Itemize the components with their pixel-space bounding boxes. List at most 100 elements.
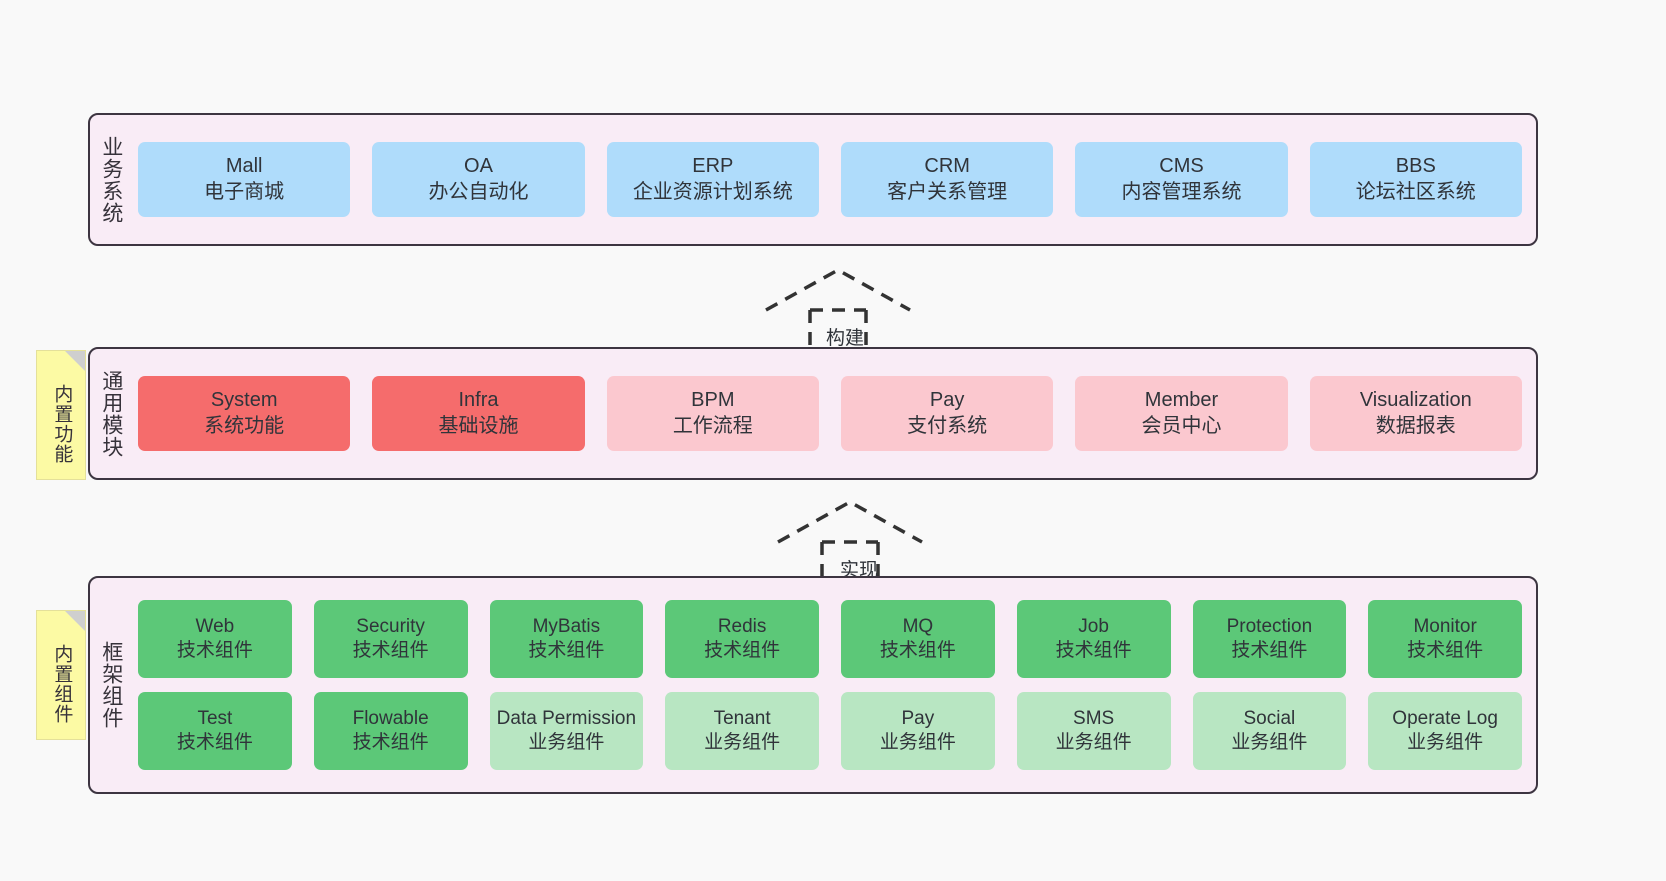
card-mall[interactable]: Mall 电子商城 [138,142,351,217]
layer-framework-components: 框架组件 Web 技术组件 Security 技术组件 MyBatis 技术组件… [88,576,1538,794]
card-subtitle: 办公自动化 [428,180,529,203]
card-pay-business[interactable]: Pay 业务组件 [841,692,995,770]
card-subtitle: 技术组件 [352,732,429,753]
card-title: Visualization [1359,388,1472,411]
card-subtitle: 技术组件 [879,640,956,661]
layer-body-framework-components: Web 技术组件 Security 技术组件 MyBatis 技术组件 Redi… [132,578,1536,792]
card-social[interactable]: Social 业务组件 [1192,692,1347,770]
card-subtitle: 业务组件 [1231,732,1308,753]
card-subtitle: 数据报表 [1375,414,1456,437]
card-subtitle: 内容管理系统 [1121,180,1242,203]
card-subtitle: 系统功能 [204,414,285,437]
card-member[interactable]: Member 会员中心 [1075,376,1288,451]
card-security[interactable]: Security 技术组件 [313,600,468,678]
card-title: Tenant [713,707,771,729]
card-row: Web 技术组件 Security 技术组件 MyBatis 技术组件 Redi… [138,600,1522,678]
card-title: Operate Log [1392,707,1498,729]
card-job[interactable]: Job 技术组件 [1016,600,1171,678]
card-subtitle: 业务组件 [528,732,605,753]
layer-business-systems: 业务系统 Mall 电子商城 OA 办公自动化 ERP 企业资源计划系统 CRM… [88,113,1538,246]
card-subtitle: 技术组件 [352,640,429,661]
layer-body-business-systems: Mall 电子商城 OA 办公自动化 ERP 企业资源计划系统 CRM 客户关系… [132,115,1536,244]
card-title: Job [1078,615,1109,637]
card-title: Infra [458,388,499,411]
card-subtitle: 企业资源计划系统 [632,180,793,203]
card-title: Flowable [352,707,429,729]
arrow-label-build: 构建 [826,328,865,349]
card-title: System [210,388,278,411]
card-operate-log[interactable]: Operate Log 业务组件 [1368,692,1522,770]
card-erp[interactable]: ERP 企业资源计划系统 [606,142,819,217]
card-oa[interactable]: OA 办公自动化 [372,142,585,217]
page-fold-icon [65,351,85,371]
card-mybatis[interactable]: MyBatis 技术组件 [489,600,644,678]
card-title: MQ [902,615,934,637]
note-label: 内置功能 [51,384,73,464]
card-title: CMS [1159,154,1204,177]
card-infra[interactable]: Infra 基础设施 [372,376,585,451]
card-bpm[interactable]: BPM 工作流程 [606,376,819,451]
card-mq[interactable]: MQ 技术组件 [841,600,995,678]
card-monitor[interactable]: Monitor 技术组件 [1368,600,1522,678]
card-title: CRM [924,154,970,177]
card-subtitle: 技术组件 [1055,640,1132,661]
card-web[interactable]: Web 技术组件 [138,600,292,678]
card-title: Pay [901,707,935,729]
card-title: Web [195,615,235,637]
card-title: BBS [1395,154,1436,177]
layer-title-common-modules: 通用模块 [99,369,123,458]
card-subtitle: 论坛社区系统 [1355,180,1476,203]
card-data-permission[interactable]: Data Permission 业务组件 [489,692,644,770]
arrow-build: 构建 [758,258,918,354]
card-system[interactable]: System 系统功能 [138,376,351,451]
card-redis[interactable]: Redis 技术组件 [665,600,819,678]
card-subtitle: 业务组件 [1055,732,1132,753]
card-subtitle: 业务组件 [704,732,781,753]
card-subtitle: 技术组件 [176,640,253,661]
card-subtitle: 电子商城 [204,180,285,203]
card-title: Monitor [1413,615,1477,637]
card-protection[interactable]: Protection 技术组件 [1192,600,1347,678]
card-subtitle: 技术组件 [704,640,781,661]
card-title: OA [464,154,493,177]
card-pay[interactable]: Pay 支付系统 [840,376,1054,451]
card-subtitle: 业务组件 [1407,732,1484,753]
card-sms[interactable]: SMS 业务组件 [1016,692,1171,770]
note-builtin-components: 内置组件 [36,610,86,740]
card-title: Mall [225,154,263,177]
card-title: Pay [929,388,965,411]
dashed-arrow-icon [765,267,911,354]
card-bbs[interactable]: BBS 论坛社区系统 [1309,142,1522,217]
card-title: Member [1144,388,1219,411]
card-row: Mall 电子商城 OA 办公自动化 ERP 企业资源计划系统 CRM 客户关系… [138,142,1522,217]
card-subtitle: 技术组件 [1231,640,1308,661]
card-title: MyBatis [532,615,601,637]
card-title: Security [356,615,425,637]
card-crm[interactable]: CRM 客户关系管理 [840,142,1054,217]
card-title: Data Permission [496,707,637,729]
page-fold-icon [65,611,85,631]
card-subtitle: 技术组件 [176,732,253,753]
card-subtitle: 支付系统 [907,414,988,437]
card-cms[interactable]: CMS 内容管理系统 [1075,142,1288,217]
card-title: BPM [691,388,735,411]
layer-title-framework-components: 框架组件 [99,641,123,729]
card-subtitle: 基础设施 [438,414,519,437]
card-test[interactable]: Test 技术组件 [138,692,292,770]
card-subtitle: 工作流程 [672,414,753,437]
card-title: SMS [1073,707,1115,729]
card-flowable[interactable]: Flowable 技术组件 [313,692,468,770]
note-builtin-functions: 内置功能 [36,350,86,480]
card-subtitle: 业务组件 [879,732,956,753]
card-title: Redis [717,615,767,637]
layer-title-business-systems: 业务系统 [99,135,123,224]
card-title: Test [197,707,233,729]
card-title: Social [1243,707,1296,729]
card-tenant[interactable]: Tenant 业务组件 [665,692,819,770]
dashed-arrow-icon [777,499,923,586]
card-visualization[interactable]: Visualization 数据报表 [1309,376,1522,451]
card-row: System 系统功能 Infra 基础设施 BPM 工作流程 Pay 支付系统… [138,376,1522,451]
arrow-label-implement: 实现 [840,560,879,581]
card-subtitle: 会员中心 [1141,414,1222,437]
